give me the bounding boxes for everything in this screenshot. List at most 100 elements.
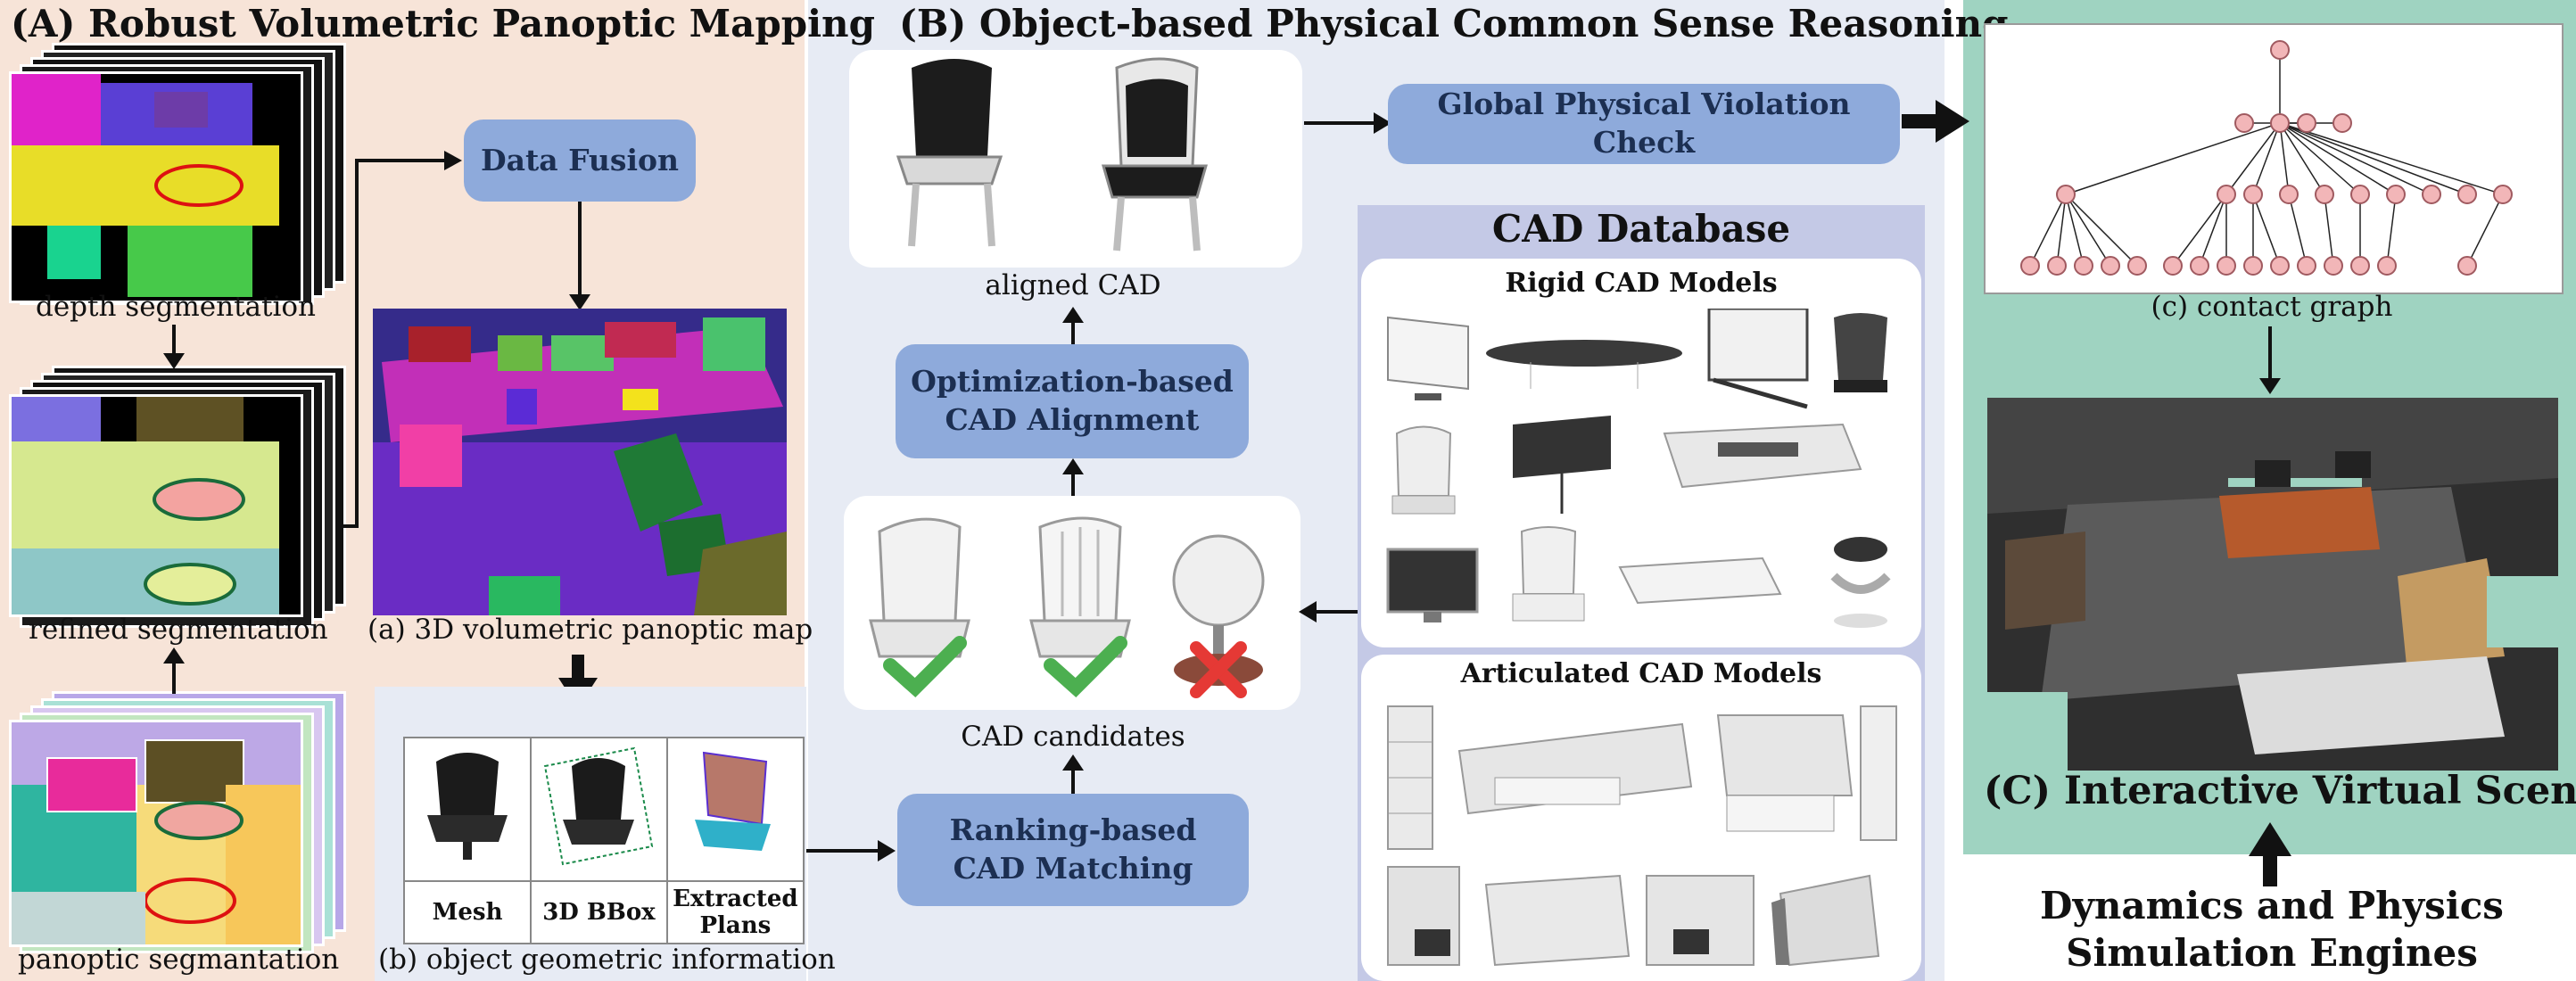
refined-segmentation-caption: refined segmentation	[29, 614, 328, 646]
arrow-alignment-to-aligned	[1071, 317, 1075, 344]
plans-label-line2: Plans	[699, 912, 772, 939]
graph-node	[2217, 185, 2236, 204]
articulated-cad-panel: Articulated CAD Models	[1361, 655, 1921, 981]
aligned-cad-caption: aligned CAD	[985, 269, 1161, 301]
global-violation-check-box: Global Physical Violation Check	[1388, 84, 1900, 164]
graph-node	[2386, 185, 2406, 204]
desk-icon	[1663, 423, 1862, 489]
armchair-icon	[1391, 425, 1456, 515]
matching-line2: CAD Matching	[953, 851, 1193, 886]
contact-graph-panel	[1984, 23, 2564, 294]
graph-node	[2315, 185, 2334, 204]
graph-node	[2056, 185, 2076, 204]
panoptic-segmentation-caption: panoptic segmantation	[18, 944, 340, 976]
tv-icon	[1513, 416, 1611, 514]
storage-cabinet-icon	[1646, 875, 1754, 966]
coffee-table-icon	[1618, 556, 1782, 605]
plans-image-cell	[665, 737, 805, 882]
graph-node	[2047, 256, 2067, 276]
graph-node	[2270, 113, 2290, 133]
graph-node	[2234, 113, 2254, 133]
open-cabinet-icon	[1771, 874, 1880, 967]
depth-segmentation-caption: depth segmentation	[35, 291, 317, 323]
arrow-head-up	[1062, 458, 1084, 474]
graph-node	[2270, 256, 2290, 276]
graph-node	[2350, 256, 2370, 276]
imac-icon	[1386, 548, 1479, 622]
section-a-title: (A) Robust Volumetric Panoptic Mapping	[11, 2, 875, 45]
dresser-icon	[1716, 714, 1854, 832]
swivel-chair-icon	[1830, 537, 1891, 628]
rigid-cad-panel: Rigid CAD Models	[1361, 259, 1921, 647]
simulation-engines-label: Dynamics and Physics Simulation Engines	[1984, 883, 2560, 977]
candidate-chair-2-icon	[1029, 516, 1131, 658]
mesh-label: Mesh	[402, 880, 533, 944]
chair-mesh-icon	[427, 753, 508, 860]
arrow-graph-to-scene	[2268, 326, 2272, 383]
candidates-caption: CAD candidates	[961, 721, 1185, 753]
articulated-cad-title: Articulated CAD Models	[1460, 658, 1822, 689]
arrow-head-right	[1374, 112, 1391, 134]
arrow-refined-to-fusion	[337, 151, 462, 528]
arrow-depth-to-refined	[172, 325, 176, 360]
virtual-scene-title: (C) Interactive Virtual Scene	[1984, 769, 2576, 813]
graph-node	[2190, 256, 2209, 276]
arrow-matching-to-candidates	[1071, 765, 1075, 794]
tv-stand-icon	[1484, 874, 1631, 967]
cad-candidates-panel	[844, 496, 1300, 710]
cross-icon	[1190, 641, 1247, 698]
office-chair-icon	[1834, 313, 1887, 392]
arrow-panoptic-to-refined	[172, 658, 176, 694]
arrow-aligned-to-check	[1304, 121, 1375, 125]
arrow-head-up-large	[2249, 822, 2291, 856]
arrow-head-down	[569, 294, 590, 310]
volumetric-map-image	[373, 309, 787, 615]
arrow-geometry-to-matching	[806, 849, 881, 853]
alignment-line1: Optimization-based	[911, 364, 1234, 400]
arrow-head-up	[163, 647, 185, 664]
arrow-head-down	[163, 353, 185, 369]
arrow-head-down	[2259, 378, 2281, 394]
depth-segmentation-stack	[9, 43, 348, 305]
wingchair-icon	[1512, 526, 1585, 622]
arrow-fusion-to-map	[578, 202, 582, 300]
matching-line1: Ranking-based	[949, 812, 1197, 848]
graph-node	[2127, 256, 2147, 276]
graph-node	[2243, 185, 2263, 204]
arrow-head-left	[1299, 601, 1317, 622]
graph-node	[2422, 185, 2441, 204]
alignment-line2: CAD Alignment	[945, 402, 1200, 437]
graph-node	[2493, 185, 2513, 204]
arrow-candidates-to-alignment	[1071, 469, 1075, 496]
graph-node	[2279, 185, 2299, 204]
geometry-caption: (b) object geometric information	[378, 944, 836, 976]
panoptic-segmentation-stack	[9, 691, 348, 953]
table-icon	[1486, 340, 1682, 389]
graph-node	[2332, 113, 2352, 133]
bbox-image-cell	[530, 737, 668, 882]
arrow-map-to-geometry	[572, 655, 584, 680]
graph-node	[2457, 256, 2477, 276]
data-fusion-box: Data Fusion	[464, 120, 696, 202]
bbox-label: 3D BBox	[530, 880, 668, 944]
aligned-chair-1-icon	[896, 59, 1003, 247]
aligned-chair-2-icon	[1102, 57, 1208, 251]
mesh-image-cell	[402, 737, 533, 882]
graph-node	[2457, 185, 2477, 204]
bookshelf-icon	[1387, 705, 1433, 850]
graph-node	[2243, 256, 2263, 276]
graph-node	[2074, 256, 2093, 276]
check-icon	[1044, 636, 1127, 698]
arrow-check-to-graph	[1902, 114, 1939, 128]
arrow-database-to-candidates	[1315, 610, 1358, 614]
arrow-head-up	[1062, 754, 1084, 771]
rigid-cad-title: Rigid CAD Models	[1505, 268, 1778, 299]
monitor-icon	[1387, 316, 1469, 400]
candidate-chair-1-icon	[869, 517, 970, 658]
graph-node	[2101, 256, 2120, 276]
volumetric-map-caption: (a) 3D volumetric panoptic map	[367, 614, 813, 646]
graph-node	[2217, 256, 2236, 276]
